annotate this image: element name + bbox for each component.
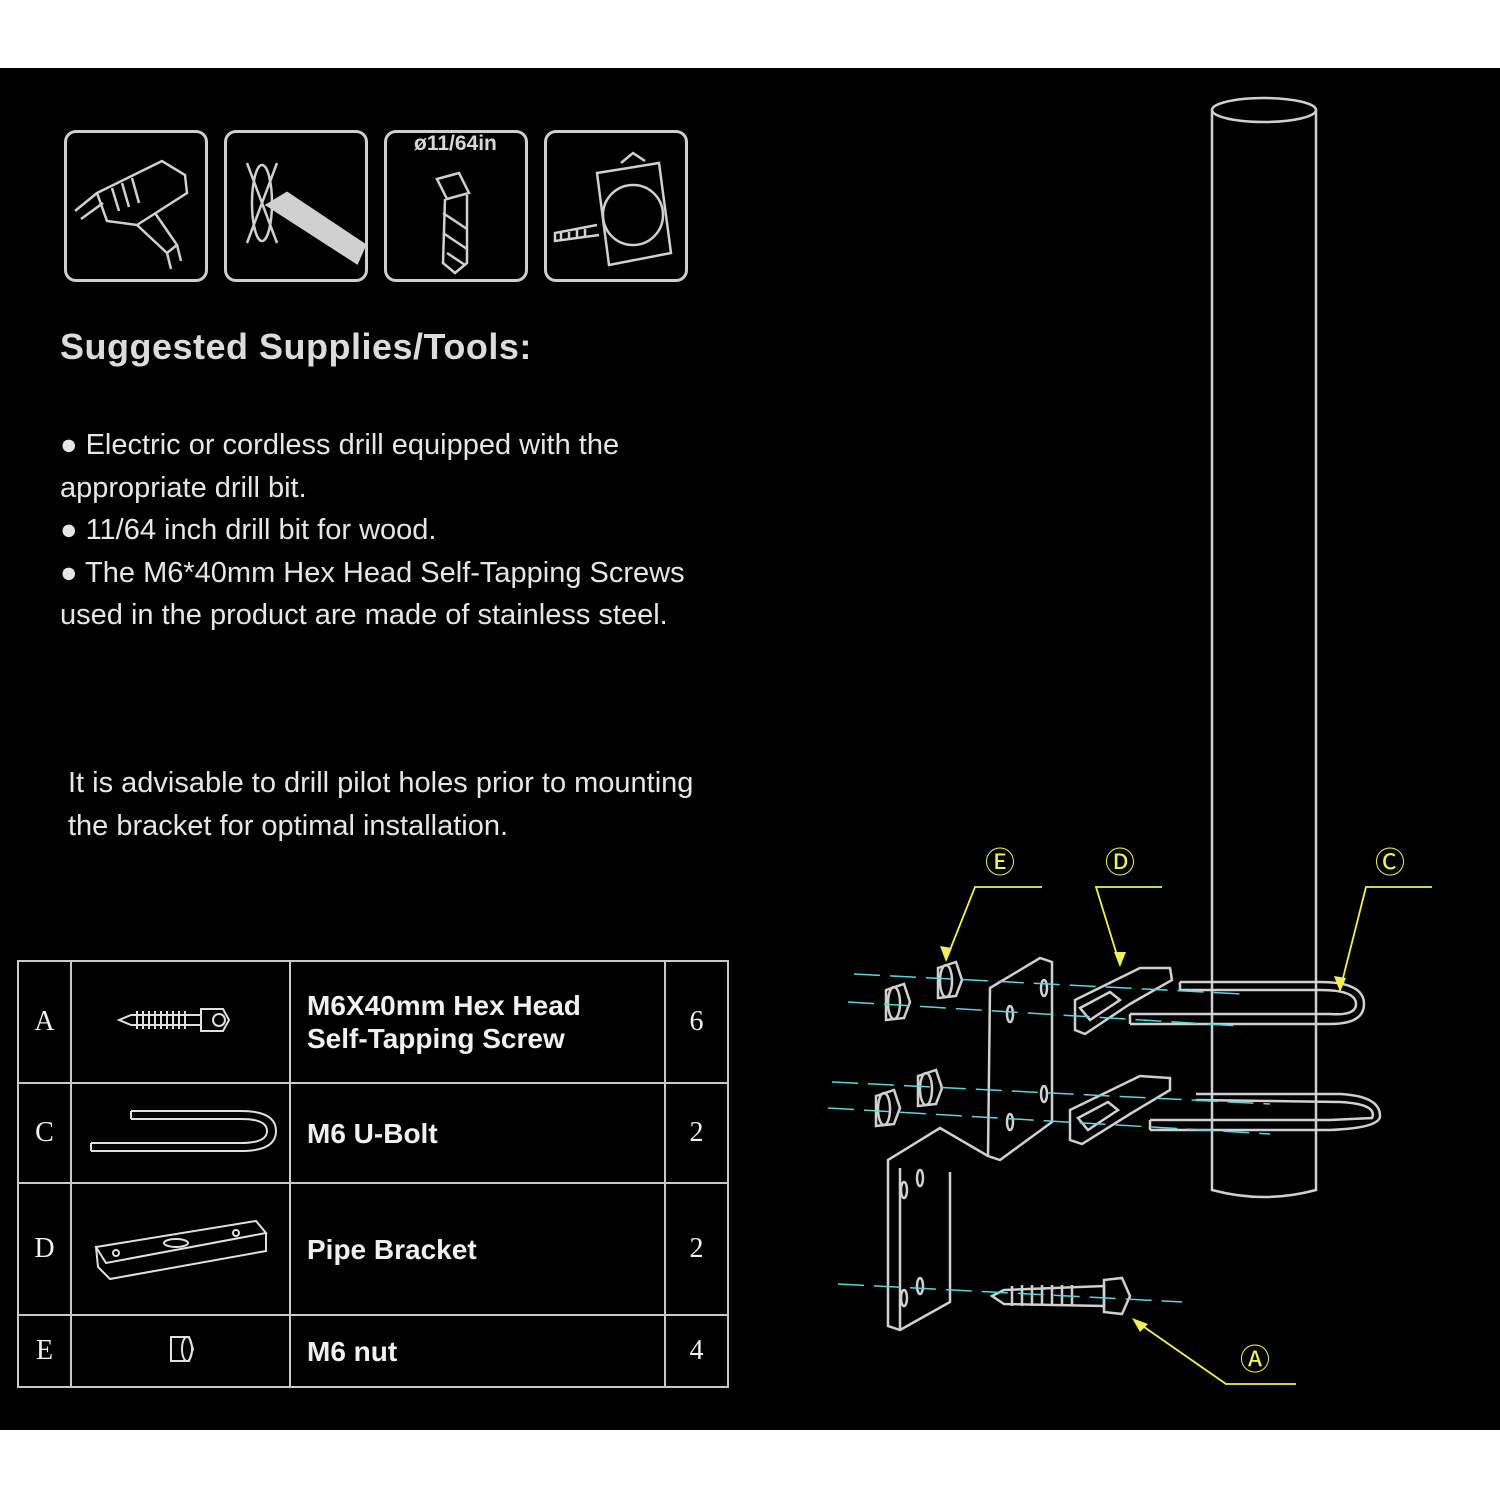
parts-table: A M6X40mm Hex Head Self-Tapping Screw 6 … <box>17 960 729 1388</box>
callout-c: Ⓒ <box>1375 847 1405 880</box>
u-bolt-lower <box>1148 1092 1382 1132</box>
part-name: Pipe Bracket <box>289 1182 666 1316</box>
part-quantity: 6 <box>664 960 729 1084</box>
u-bolt-icon <box>70 1082 291 1184</box>
supply-item: ● The M6*40mm Hex Head Self-Tapping Scre… <box>60 556 685 632</box>
callout-e: Ⓔ <box>985 847 1015 880</box>
callout-lines <box>945 886 1432 1385</box>
part-quantity: 2 <box>664 1082 729 1184</box>
wall-bracket-plate <box>886 956 1054 1332</box>
pipe-pole <box>1210 96 1318 1199</box>
supply-item: ● 11/64 inch drill bit for wood. <box>60 514 437 546</box>
installation-diagram: Ⓔ Ⓓ Ⓒ Ⓐ <box>827 96 1432 1385</box>
hex-screw-icon <box>70 960 291 1084</box>
part-name: M6X40mm Hex Head Self-Tapping Screw <box>289 960 666 1084</box>
table-row: C M6 U-Bolt 2 <box>17 1082 729 1184</box>
nut-icon <box>70 1314 291 1388</box>
part-quantity: 2 <box>664 1182 729 1316</box>
nut-2 <box>884 982 912 1022</box>
part-letter: A <box>17 960 72 1084</box>
drill-icon <box>64 130 208 282</box>
instruction-panel: ø11/64in Suggested Supplies/Tools: ● Ele… <box>0 68 1500 1430</box>
supplies-heading: Suggested Supplies/Tools: <box>60 326 532 367</box>
callout-d: Ⓓ <box>1105 847 1135 880</box>
callout-arrowheads <box>940 946 1346 1332</box>
hex-screw <box>989 1276 1132 1316</box>
part-quantity: 4 <box>664 1314 729 1388</box>
nut-3 <box>916 1068 944 1108</box>
supply-item: ● Electric or cordless drill equipped wi… <box>60 429 620 504</box>
nut-4 <box>874 1088 902 1128</box>
table-row: E M6 nut 4 <box>17 1314 729 1388</box>
pipe-bracket-lower <box>1068 1074 1172 1146</box>
pipe-bracket-icon <box>70 1182 291 1316</box>
part-letter: D <box>17 1182 72 1316</box>
part-letter: E <box>17 1314 72 1388</box>
table-row: D Pipe Bracket 2 <box>17 1182 729 1316</box>
tape-measure-icon <box>544 130 688 282</box>
table-row: A M6X40mm Hex Head Self-Tapping Screw 6 <box>17 960 729 1084</box>
alignment-guides <box>827 973 1271 1303</box>
part-letter: C <box>17 1082 72 1184</box>
nut-1 <box>936 960 964 1000</box>
pilot-hole-advice: It is advisable to drill pilot holes pri… <box>68 767 694 842</box>
u-bolt-upper <box>1128 980 1366 1026</box>
part-name: M6 U-Bolt <box>289 1082 666 1184</box>
callout-a: Ⓐ <box>1240 1344 1270 1377</box>
drill-bit-size-label: ø11/64in <box>414 132 497 155</box>
marker-icon <box>224 130 368 282</box>
part-name: M6 nut <box>289 1314 666 1388</box>
drill-bit-icon <box>384 130 528 282</box>
supplies-list: ● Electric or cordless drill equipped wi… <box>60 424 700 637</box>
